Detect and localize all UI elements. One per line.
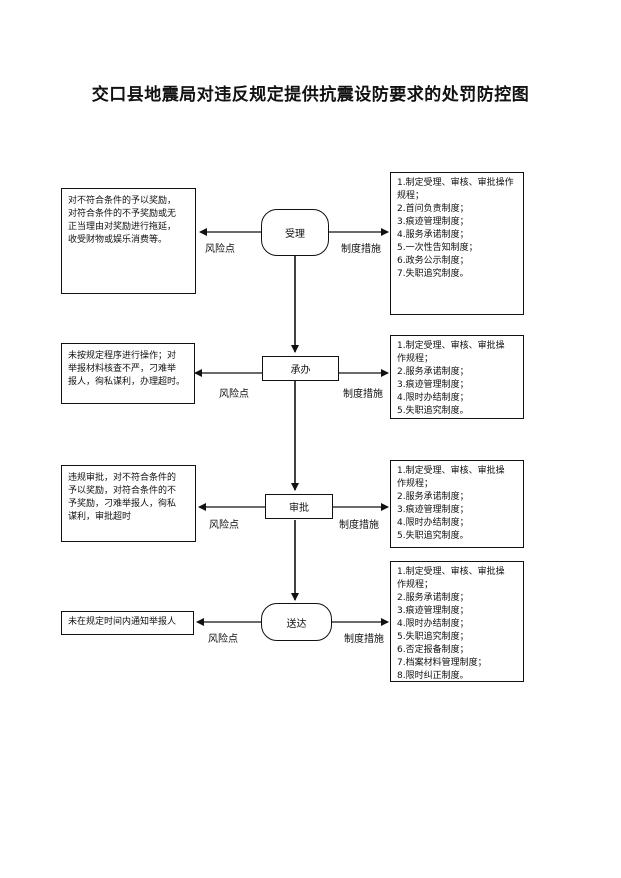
measure-label-handle: 制度措施	[343, 389, 383, 400]
measure-box-accept: 1.制定受理、审核、审批操作 规程； 2.首问负责制度； 3.痕迹管理制度； 4…	[390, 172, 524, 315]
flow-node-deliver: 送达	[261, 603, 332, 641]
page-title: 交口县地震局对违反规定提供抗震设防要求的处罚防控图	[91, 85, 530, 105]
measure-box-handle: 1.制定受理、审核、审批操 作规程； 2.服务承诺制度； 3.痕迹管理制度； 4…	[390, 335, 524, 419]
flow-node-handle: 承办	[262, 356, 339, 381]
risk-box-approve: 违规审批，对不符合条件的 予以奖励，对符合条件的不 予奖励，刁难举报人，徇私 谋…	[61, 465, 196, 542]
risk-label-deliver: 风险点	[208, 634, 238, 645]
flow-node-approve: 审批	[265, 494, 333, 519]
risk-box-handle: 未按规定程序进行操作；对 举报材料核查不严，刁难举 报人，徇私谋利，办理超时。	[61, 343, 195, 404]
measure-label-accept: 制度措施	[341, 244, 381, 255]
risk-box-deliver: 未在规定时间内通知举报人	[61, 611, 194, 635]
measure-box-deliver: 1.制定受理、审核、审批操 作规程； 2.服务承诺制度； 3.痕迹管理制度； 4…	[390, 561, 524, 682]
risk-label-handle: 风险点	[219, 389, 249, 400]
measure-label-deliver: 制度措施	[344, 634, 384, 645]
risk-box-accept: 对不符合条件的予以奖励， 对符合条件的不予奖励或无 正当理由对奖励进行拖延， 收…	[61, 188, 196, 294]
measure-box-approve: 1.制定受理、审核、审批操 作规程； 2.服务承诺制度； 3.痕迹管理制度； 4…	[390, 460, 524, 548]
flow-node-accept: 受理	[261, 209, 329, 256]
measure-label-approve: 制度措施	[339, 520, 379, 531]
risk-label-approve: 风险点	[209, 520, 239, 531]
risk-label-accept: 风险点	[205, 244, 235, 255]
